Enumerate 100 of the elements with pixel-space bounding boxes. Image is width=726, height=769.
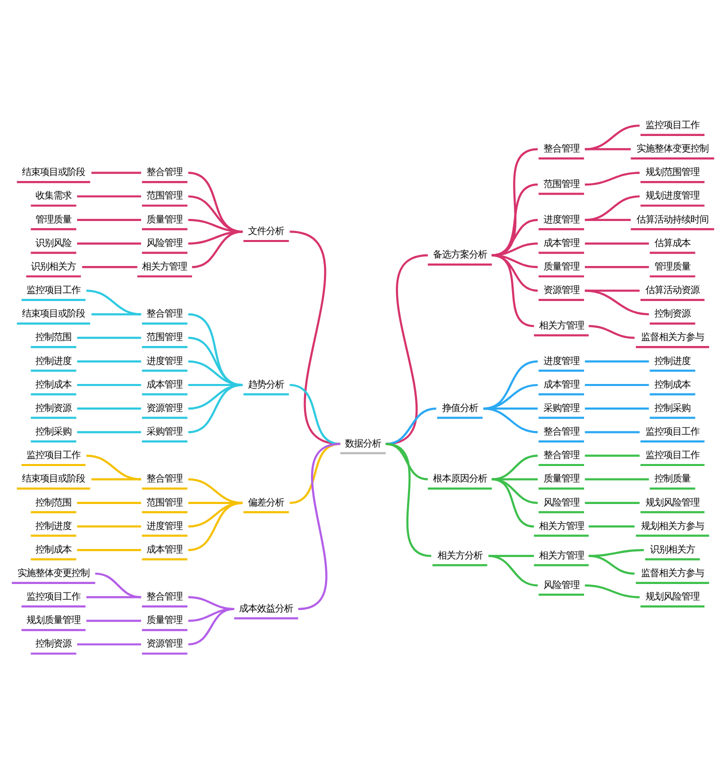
connector: [77, 501, 142, 504]
connector: [86, 619, 142, 622]
node-text: 控制进度: [36, 355, 72, 366]
node-text: 结束项目或阶段: [22, 308, 86, 320]
connector: [492, 183, 538, 256]
connector: [188, 383, 243, 433]
connector: [77, 360, 142, 362]
connector: [77, 336, 142, 338]
node-text: 相关方管理: [142, 260, 188, 272]
connector: [584, 124, 640, 150]
node-text: 进度管理: [146, 520, 183, 532]
connector: [483, 407, 538, 433]
node-text: 识别风险: [36, 237, 72, 248]
node-text: 识别相关方: [650, 544, 695, 555]
connector: [584, 430, 640, 433]
node-text: 趋势分析: [248, 378, 284, 390]
node-text: 控制范围: [36, 332, 72, 343]
connector: [91, 171, 142, 174]
connector: [188, 501, 243, 551]
connector: [492, 254, 534, 327]
node-text: 监控项目工作: [26, 591, 81, 602]
connector: [192, 230, 243, 268]
connector: [77, 242, 142, 244]
connector: [488, 554, 538, 586]
node-text: 控制进度: [36, 520, 72, 532]
connector: [492, 454, 538, 480]
connector: [584, 289, 640, 292]
node-text: 整合管理: [543, 450, 580, 461]
connector: [188, 171, 243, 232]
connector: [584, 584, 640, 598]
connector: [77, 430, 142, 433]
node-text: 范围管理: [146, 496, 183, 508]
connector: [82, 266, 138, 268]
node-text: 监控项目工作: [645, 450, 700, 461]
node-text: 规划质量管理: [26, 614, 81, 626]
node-text: 控制进度: [654, 355, 690, 366]
node-text: 文件分析: [248, 226, 284, 237]
node-text: 管理质量: [654, 260, 690, 272]
connector: [386, 442, 428, 480]
node-text: 控制资源: [36, 638, 72, 650]
node-text: 规划风险管理: [645, 591, 700, 602]
node-text: 资源管理: [543, 284, 580, 296]
node-text: 相关方管理: [538, 320, 584, 331]
connector: [584, 454, 640, 456]
connector: [188, 230, 243, 244]
connector: [91, 478, 142, 480]
connector: [492, 478, 534, 528]
node-text: 监控项目工作: [26, 450, 81, 461]
connector: [188, 194, 243, 232]
node-text: 质量管理: [146, 214, 183, 225]
node-text: 估算成本: [654, 237, 690, 248]
node-text: 整合管理: [543, 426, 580, 438]
connector: [584, 242, 649, 244]
connector: [86, 454, 142, 480]
connector: [77, 194, 142, 197]
connector: [91, 312, 142, 315]
connector: [386, 442, 432, 556]
node-text: 备选方案分析: [432, 249, 487, 260]
node-text: 相关方管理: [538, 550, 584, 561]
connector: [492, 218, 538, 256]
connector: [86, 596, 142, 598]
node-text: 相关方分析: [437, 550, 482, 561]
node-text: 规划进度管理: [645, 190, 700, 202]
connector: [77, 383, 142, 386]
connector: [77, 524, 142, 528]
node-text: 资源管理: [146, 638, 183, 650]
node-text: 控制质量: [654, 473, 690, 484]
connector: [492, 242, 538, 256]
connector: [298, 442, 340, 610]
node-text: 识别相关方: [31, 260, 76, 272]
node-text: 质量管理: [543, 473, 580, 484]
node-text: 范围管理: [543, 178, 580, 190]
connector: [584, 383, 649, 386]
connector: [86, 289, 142, 315]
node-text: 控制成本: [36, 378, 72, 390]
node-text: 成本管理: [146, 378, 183, 390]
connector: [77, 407, 142, 410]
node-text: 监控项目工作: [645, 119, 700, 130]
connector: [584, 407, 649, 410]
node-text: 规划相关方参与: [640, 520, 704, 532]
connector: [588, 324, 635, 338]
connector: [584, 360, 649, 362]
connector: [584, 148, 631, 150]
node-text: 监督相关方参与: [640, 332, 704, 343]
node-text: 质量管理: [543, 260, 580, 272]
node-text: 偏差分析: [248, 496, 284, 508]
node-text: 风险管理: [543, 579, 580, 590]
node-text: 根本原因分析: [432, 473, 487, 484]
node-text: 挣值分析: [442, 402, 478, 414]
node-text: 整合管理: [146, 166, 183, 178]
node-text: 进度管理: [543, 214, 580, 225]
node-text: 监控项目工作: [26, 284, 81, 296]
node-text: 监控项目工作: [645, 426, 700, 438]
connector: [188, 607, 234, 645]
connector: [584, 501, 640, 504]
node-text: 结束项目或阶段: [22, 473, 86, 484]
connector: [77, 218, 142, 220]
node-text: 采购管理: [146, 426, 183, 438]
node-text: 估算活动持续时间: [636, 214, 708, 225]
node-text: 控制采购: [36, 426, 72, 438]
